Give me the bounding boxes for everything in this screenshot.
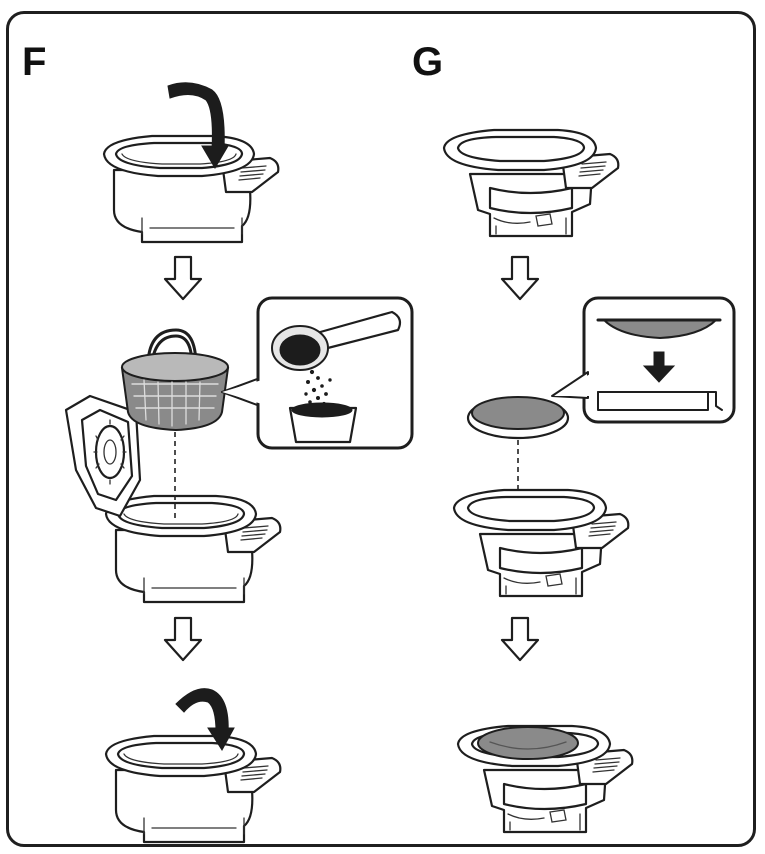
- panel-label-g: G: [412, 40, 444, 84]
- brew-housing-open-f: [104, 494, 282, 604]
- step-down-arrow-icon: [163, 616, 203, 662]
- rotate-lid-arrow-icon: [167, 82, 229, 169]
- brew-housing-middle-g: [452, 488, 630, 598]
- step-down-arrow-icon: [163, 255, 203, 301]
- brew-housing-top-f: [102, 134, 280, 244]
- brew-housing-top-g: [442, 128, 620, 238]
- filter-basket-icon: [120, 328, 230, 432]
- coffee-scoop-icon: [271, 310, 402, 444]
- pod-adapter-icon: [466, 396, 570, 440]
- open-lid-f: [64, 394, 142, 518]
- rotate-lid-arrow-icon: [175, 688, 235, 751]
- insert-down-arrow-icon: [596, 318, 723, 411]
- seated-pod-adapter: [477, 726, 579, 760]
- step-down-arrow-icon: [500, 616, 540, 662]
- brew-housing-bottom-f: [104, 734, 282, 844]
- step-down-arrow-icon: [500, 255, 540, 301]
- panel-label-f: F: [22, 40, 47, 84]
